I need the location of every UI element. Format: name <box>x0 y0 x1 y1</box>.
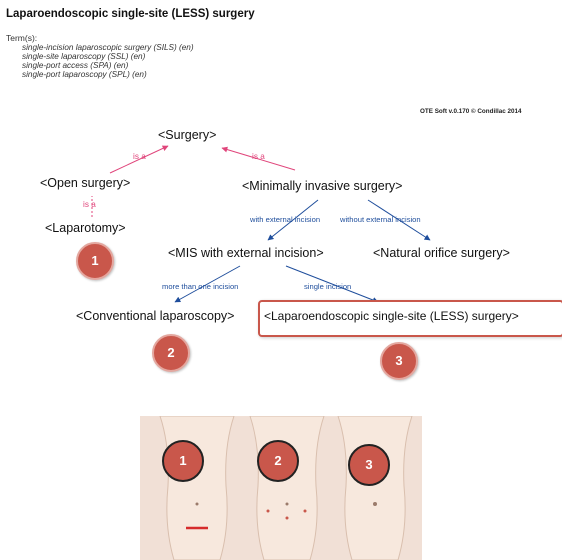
incision-figure: 1 2 3 <box>140 416 422 560</box>
relation-label: more than one incision <box>162 282 238 291</box>
figure-badge-3: 3 <box>348 444 390 486</box>
isa-label: is a <box>252 152 265 161</box>
figure-badge-1: 1 <box>162 440 204 482</box>
relation-label: single incision <box>304 282 351 291</box>
figure-badge-2: 2 <box>257 440 299 482</box>
node-minimally-invasive-surgery: <Minimally invasive surgery> <box>242 179 402 193</box>
torso-2 <box>250 416 324 560</box>
relation-label: with external incision <box>250 215 320 224</box>
node-open-surgery: <Open surgery> <box>40 176 130 190</box>
isa-label: is a <box>133 152 146 161</box>
isa-label: is a <box>83 200 96 209</box>
node-surgery: <Surgery> <box>158 128 216 142</box>
torso-3 <box>338 416 412 560</box>
node-conventional-laparoscopy: <Conventional laparoscopy> <box>76 309 234 323</box>
relation-label: without external incision <box>340 215 421 224</box>
node-laparotomy: <Laparotomy> <box>45 221 126 235</box>
badge-2: 2 <box>152 334 190 372</box>
node-mis-external-incision: <MIS with external incision> <box>168 246 324 260</box>
node-less-surgery: <Laparoendoscopic single-site (LESS) sur… <box>264 309 519 323</box>
badge-3: 3 <box>380 342 418 380</box>
node-natural-orifice-surgery: <Natural orifice surgery> <box>373 246 510 260</box>
torso-1 <box>160 416 234 560</box>
badge-1: 1 <box>76 242 114 280</box>
torso-illustration <box>140 416 422 560</box>
